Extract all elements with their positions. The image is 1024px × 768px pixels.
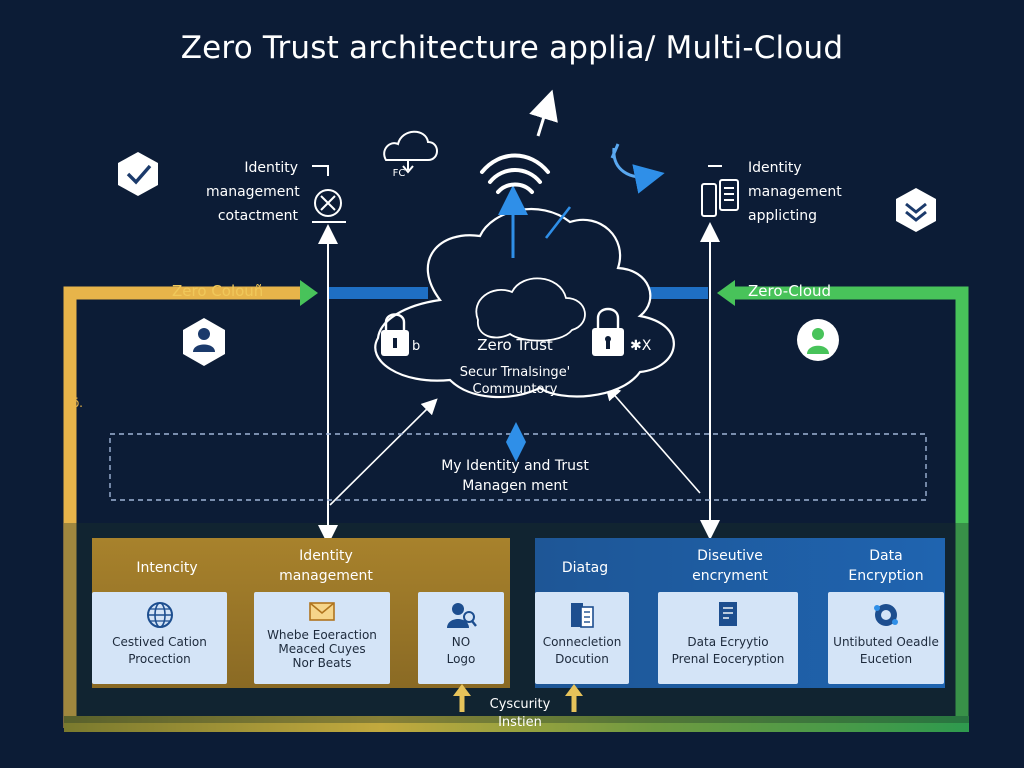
- devices-icon: [701, 165, 739, 217]
- bottom-up-arrowhead-left: [453, 684, 471, 696]
- left-lock-icon: [381, 313, 409, 356]
- up-arrow-icon: [529, 89, 558, 137]
- bottom-label-line1: Cyscurity: [489, 697, 551, 712]
- right-lock-icon: [592, 307, 624, 356]
- right-identity-label: Identity management applicting: [748, 156, 842, 228]
- right-identity-line2: management: [748, 184, 842, 200]
- card-text: Untibuted Oeadle Eucetion: [833, 635, 939, 666]
- left-diagonal-arrow: [329, 398, 438, 506]
- envelope-icon: [309, 602, 335, 621]
- chevrons-badge-icon: [896, 188, 936, 232]
- check-badge-icon: [118, 152, 158, 196]
- bottom-frame-line: [64, 716, 969, 732]
- card-no-logo: NO Logo: [418, 592, 504, 684]
- right-bar-arrow: [717, 280, 735, 306]
- dashed-box-label: My Identity and Trust Managen ment: [380, 456, 650, 496]
- card-text: Cestived Cation Procection: [112, 635, 207, 666]
- bottom-up-arrowhead-right: [565, 684, 583, 696]
- card-text: Data Ecryytio Prenal Eoceryption: [671, 635, 785, 666]
- wifi-icon: [480, 153, 550, 194]
- card-untibuted-oeadle: Untibuted Oeadle Eucetion: [828, 592, 944, 684]
- card-connecletion: Connecletion Docution: [535, 592, 629, 684]
- left-panel-header-2: Identity management: [279, 548, 373, 584]
- right-lock-mark: ✱X: [630, 338, 652, 354]
- left-identity-line1: Identity: [244, 160, 298, 176]
- page-title: Zero Trust architecture applia/ Multi-Cl…: [180, 30, 844, 66]
- left-identity-line3: cotactment: [217, 208, 298, 224]
- network-icon: [874, 604, 898, 626]
- right-diagonal-arrow: [604, 383, 701, 494]
- dashed-box-line2: Managen ment: [462, 478, 568, 494]
- green-user-badge-icon: [797, 319, 839, 361]
- left-edge-mark: ö.: [72, 396, 83, 410]
- card-text: Connecletion Docution: [542, 635, 622, 666]
- left-blue-link: [328, 287, 428, 299]
- cloud-subtitle-line1: Secur Trnalsinge': [459, 365, 571, 380]
- globe-icon: [146, 602, 173, 628]
- right-frame-line: [730, 286, 969, 728]
- right-bar-label: Zero-Cloud: [748, 282, 832, 300]
- left-identity-line2: management: [206, 184, 300, 200]
- cloud-sign-text: FC: [392, 168, 406, 179]
- right-identity-line3: applicting: [748, 208, 817, 224]
- file-lock-icon: [719, 602, 737, 626]
- blue-slash: [544, 206, 572, 239]
- cloud-subtitle-line2: Communtory: [472, 382, 558, 397]
- left-bar-arrow: [300, 280, 318, 306]
- card-text: NO Logo: [446, 635, 476, 666]
- bottom-label-line2: Instien: [498, 715, 542, 730]
- user-badge-icon: [183, 318, 225, 366]
- bottom-label: Cyscurity Instien: [470, 696, 570, 732]
- card-whebe-eoeraction: Whebe Eoeraction Meaced Cuyes Nor Beats: [254, 592, 390, 684]
- refresh-arrows-icon: [610, 143, 665, 194]
- document-icon: [571, 603, 594, 628]
- left-bar-label: Zero Colouñ: [172, 282, 264, 300]
- cloud-sign-icon: [383, 130, 438, 174]
- card-data-ecryytio: Data Ecryytio Prenal Eoceryption: [658, 592, 798, 684]
- right-panel-header-1: Diatag: [561, 560, 609, 576]
- left-panel-header-1: Intencity: [136, 560, 198, 576]
- cloud-title: Zero Trust: [477, 336, 553, 354]
- card-text: Whebe Eoeraction Meaced Cuyes Nor Beats: [267, 628, 377, 670]
- identity-x-icon: [312, 165, 346, 223]
- left-frame-line: [63, 286, 300, 728]
- user-search-icon: [447, 603, 477, 628]
- card-cestived-cation: Cestived Cation Procection: [92, 592, 227, 684]
- left-identity-label: Identity management cotactment: [206, 156, 300, 228]
- cloud-inner-outline: [475, 277, 586, 342]
- right-panel-header-2: Diseutive encryment: [692, 548, 768, 584]
- right-panel-header-3: Data Encryption: [848, 548, 924, 584]
- dashed-box-line1: My Identity and Trust: [441, 458, 589, 474]
- right-identity-line1: Identity: [748, 160, 802, 176]
- cloud-subtitle: Secur Trnalsinge' Communtory: [430, 364, 600, 398]
- left-lock-mark: b: [412, 339, 421, 354]
